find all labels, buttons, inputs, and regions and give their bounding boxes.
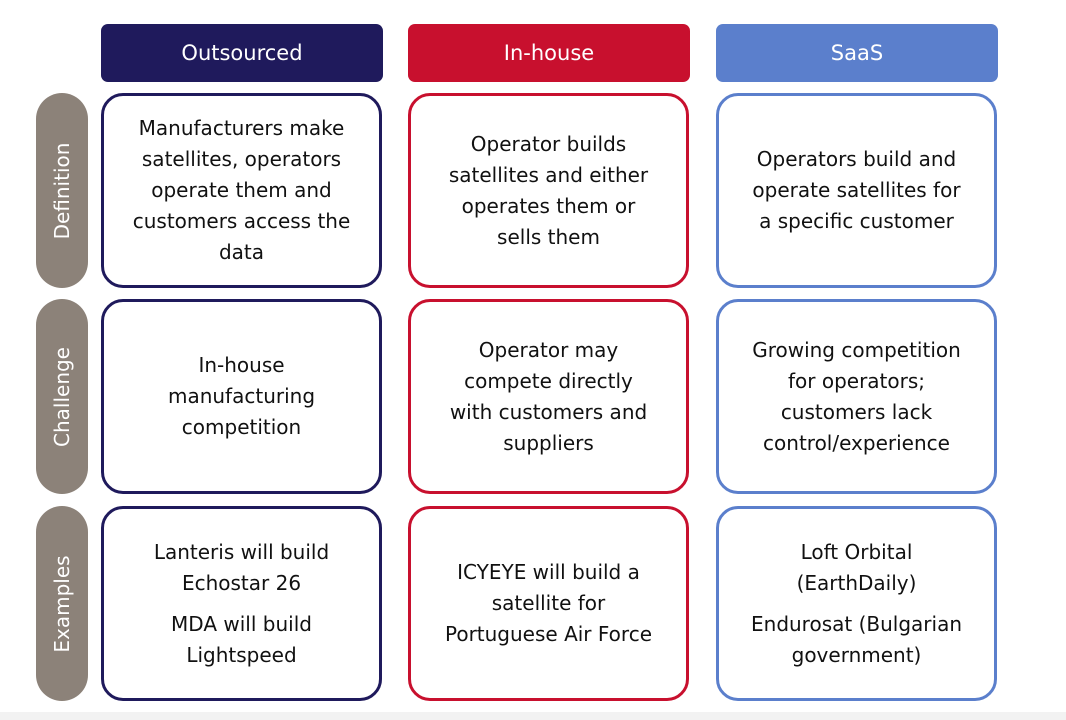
cell-text-line: In-house [198, 353, 285, 377]
cell-challenge-saas: Growing competition for operators; custo… [716, 299, 997, 494]
cell-text-line: satellites, operators [141, 147, 342, 171]
cell-text-line: Endurosat (Bulgarian [751, 611, 962, 636]
cell-text-line: a specific customer [759, 209, 954, 233]
cell-text-line: sells them [497, 224, 600, 249]
cell-text-line: Echostar 26 [181, 570, 302, 595]
row-label-definition: Definition [36, 93, 88, 288]
cell-text-line: Operator builds [470, 131, 627, 156]
cell-text-line: Lanteris will build [153, 539, 330, 564]
row-label-challenge: Challenge [36, 299, 88, 494]
cell-text-line: Loft Orbital [800, 539, 913, 564]
cell-text-line: with customers and [449, 399, 648, 424]
cell-examples-saas: Loft Orbital (EarthDaily) Endurosat (Bul… [716, 506, 997, 701]
column-header-label: Outsourced [181, 41, 303, 65]
cell-text-line: customers lack [780, 399, 933, 424]
cell-text-line: Operators build and [756, 147, 957, 171]
cell-text-line: operate satellites for [752, 178, 961, 202]
cell-text-line: Lightspeed [186, 642, 297, 667]
cell-text-line: operate them and [151, 178, 332, 202]
cell-text-line: Manufacturers make [138, 116, 345, 140]
row-label-text: Definition [50, 142, 74, 239]
cell-text-line: operates them or [461, 193, 636, 218]
cell-definition-outsourced: Manufacturers make satellites, operators… [101, 93, 382, 288]
cell-text-line: ICYEYE will build a [457, 560, 640, 584]
column-header-saas: SaaS [716, 24, 998, 82]
cell-text-line: competition [181, 415, 302, 439]
cell-text-line: satellite for [491, 591, 606, 615]
row-label-examples: Examples [36, 506, 88, 701]
cell-challenge-in-house: Operator may compete directly with custo… [408, 299, 689, 494]
cell-text-line: suppliers [503, 430, 594, 455]
cell-text-line: control/experience [763, 430, 950, 455]
column-header-label: In-house [503, 41, 595, 65]
cell-examples-in-house: ICYEYE will build a satellite for Portug… [408, 506, 689, 701]
cell-text-line: manufacturing [167, 384, 316, 408]
cell-examples-outsourced: Lanteris will build Echostar 26 MDA will… [101, 506, 382, 701]
cell-text-line: government) [791, 642, 922, 667]
row-label-text: Examples [50, 554, 74, 653]
cell-text-line: customers access the [132, 209, 351, 233]
cell-text-line: Growing competition [752, 337, 961, 362]
cell-text-line: (EarthDaily) [796, 570, 917, 595]
row-label-text: Challenge [50, 346, 74, 447]
cell-text-line: compete directly [464, 368, 633, 393]
column-header-outsourced: Outsourced [101, 24, 383, 82]
cell-definition-saas: Operators build and operate satellites f… [716, 93, 997, 288]
cell-definition-in-house: Operator builds satellites and either op… [408, 93, 689, 288]
cell-text-line: Operator may [478, 337, 619, 362]
bottom-edge-strip [0, 712, 1066, 720]
column-header-label: SaaS [830, 41, 884, 65]
cell-text-line: Portuguese Air Force [444, 622, 652, 646]
cell-text-line: data [218, 240, 265, 264]
cell-text-line: MDA will build [171, 611, 312, 636]
cell-text-line: for operators; [787, 368, 926, 393]
column-header-in-house: In-house [408, 24, 690, 82]
cell-challenge-outsourced: In-house manufacturing competition [101, 299, 382, 494]
cell-text-line: satellites and either [448, 162, 649, 187]
